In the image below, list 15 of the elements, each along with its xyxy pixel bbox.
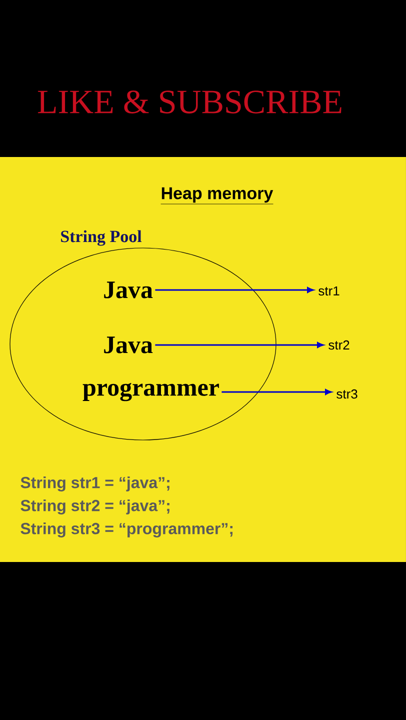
reference-name: str1 bbox=[318, 286, 340, 296]
reference-name: str2 bbox=[328, 340, 350, 350]
banner-text: LIKE & SUBSCRIBE bbox=[38, 90, 342, 114]
arrow bbox=[155, 287, 314, 293]
string-literal: programmer bbox=[82, 382, 219, 402]
code-line: String str2 = “java”; bbox=[20, 500, 170, 514]
heading: Heap memory bbox=[160, 187, 274, 204]
code-line: String str1 = “java”; bbox=[20, 476, 170, 492]
string-literal: Java bbox=[104, 282, 153, 298]
code-line: String str3 = “programmer”; bbox=[20, 522, 232, 538]
arrow bbox=[155, 342, 324, 348]
arrow bbox=[222, 389, 332, 395]
string-literal: Java bbox=[104, 336, 153, 354]
reference-name: str3 bbox=[336, 389, 358, 399]
node-label: String Pool bbox=[61, 230, 142, 246]
